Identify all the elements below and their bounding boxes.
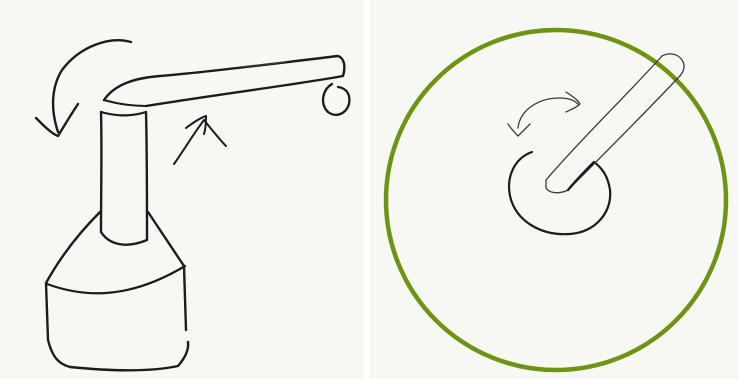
rotation-arrow-small <box>508 92 580 136</box>
joint-pointer-line <box>204 120 226 146</box>
joint-pointer-arrow <box>174 116 226 164</box>
rotation-arrow-small-tail <box>508 124 530 136</box>
base-block-right-edge <box>148 212 186 330</box>
base-block <box>46 212 188 370</box>
end-roller-outline <box>323 84 349 115</box>
arm-bar-lower-edge <box>568 162 594 190</box>
vertical-column-outline <box>101 112 147 245</box>
horizontal-arm-highlight <box>240 62 286 67</box>
base-block-top-rim <box>47 266 185 293</box>
end-roller <box>323 84 349 115</box>
rotation-arrow-small-head <box>566 92 580 112</box>
rotation-arrow-small-arc <box>518 98 578 128</box>
side-view-panel <box>0 0 364 379</box>
horizontal-arm-bend <box>104 100 146 106</box>
vertical-column-top-edge <box>101 112 146 115</box>
top-view-sketch <box>370 0 738 379</box>
horizontal-arm-outline <box>104 56 344 106</box>
arm-bar-outline <box>546 54 684 193</box>
side-view-sketch <box>0 0 364 379</box>
arm-bar <box>546 54 684 193</box>
horizontal-arm <box>104 56 344 106</box>
top-view-panel <box>370 0 738 379</box>
vertical-column <box>101 112 147 245</box>
